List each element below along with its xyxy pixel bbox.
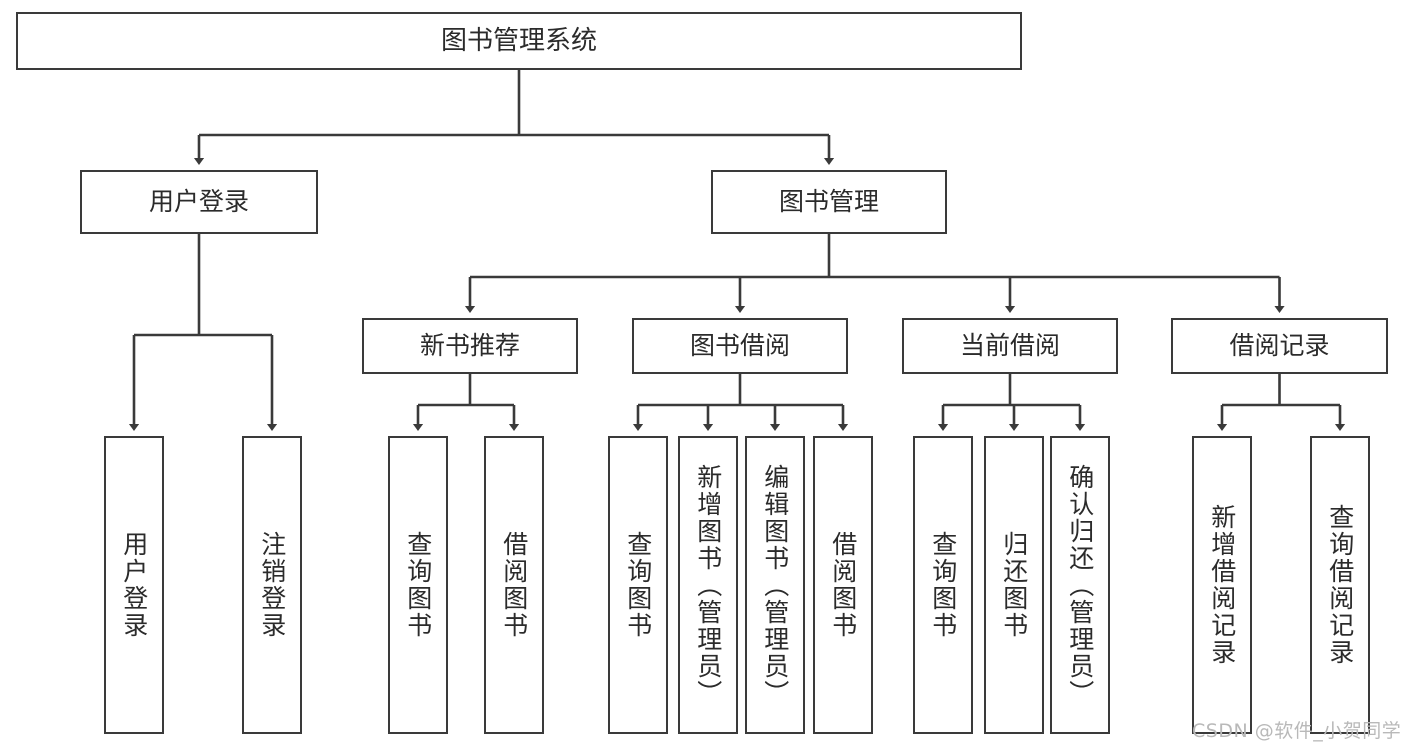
node-label: 确认归还（管理员）	[1065, 463, 1095, 707]
node-leaf-return-book[interactable]: 归还图书	[984, 436, 1044, 734]
node-label: 查询图书	[623, 531, 653, 639]
node-leaf-add-borrow-record[interactable]: 新增借阅记录	[1192, 436, 1252, 734]
node-leaf-borrow-book-1[interactable]: 借阅图书	[484, 436, 544, 734]
node-label: 图书借阅	[689, 331, 790, 361]
node-label: 查询图书	[928, 531, 958, 639]
node-label: 用户登录	[148, 187, 249, 217]
node-leaf-user-login[interactable]: 用户登录	[104, 436, 164, 734]
node-leaf-query-book-2[interactable]: 查询图书	[608, 436, 668, 734]
node-label: 用户登录	[119, 531, 149, 639]
node-label: 归还图书	[999, 531, 1029, 639]
node-leaf-query-borrow-record[interactable]: 查询借阅记录	[1310, 436, 1370, 734]
node-leaf-logout-login[interactable]: 注销登录	[242, 436, 302, 734]
node-book-borrow[interactable]: 图书借阅	[632, 318, 848, 374]
node-leaf-query-book-3[interactable]: 查询图书	[913, 436, 973, 734]
node-label: 编辑图书（管理员）	[760, 463, 790, 707]
csdn-watermark: CSDN @软件_小贺同学	[1192, 720, 1402, 742]
node-leaf-query-book-1[interactable]: 查询图书	[388, 436, 448, 734]
node-label: 注销登录	[257, 531, 287, 639]
node-label: 当前借阅	[959, 331, 1060, 361]
node-leaf-add-book-admin[interactable]: 新增图书（管理员）	[678, 436, 738, 734]
node-leaf-borrow-book-2[interactable]: 借阅图书	[813, 436, 873, 734]
node-label: 借阅记录	[1229, 331, 1330, 361]
node-current-borrow[interactable]: 当前借阅	[902, 318, 1118, 374]
node-label: 图书管理	[778, 187, 879, 217]
node-label: 借阅图书	[828, 531, 858, 639]
node-leaf-edit-book-admin[interactable]: 编辑图书（管理员）	[745, 436, 805, 734]
node-root-system[interactable]: 图书管理系统	[16, 12, 1022, 70]
node-label: 新书推荐	[419, 331, 520, 361]
node-leaf-confirm-return[interactable]: 确认归还（管理员）	[1050, 436, 1110, 734]
node-label: 图书管理系统	[440, 25, 597, 56]
node-new-book-recommend[interactable]: 新书推荐	[362, 318, 578, 374]
node-label: 借阅图书	[499, 531, 529, 639]
node-label: 新增图书（管理员）	[693, 463, 723, 707]
node-label: 新增借阅记录	[1207, 504, 1237, 666]
node-borrow-record[interactable]: 借阅记录	[1171, 318, 1388, 374]
node-book-manage[interactable]: 图书管理	[711, 170, 947, 234]
node-label: 查询借阅记录	[1325, 504, 1355, 666]
node-label: 查询图书	[403, 531, 433, 639]
node-user-login[interactable]: 用户登录	[80, 170, 318, 234]
